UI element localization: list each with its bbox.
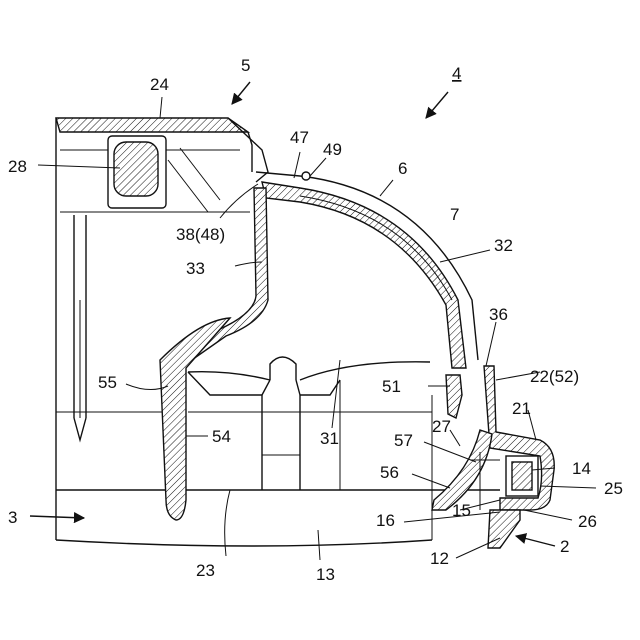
- label-33: 33: [186, 259, 205, 278]
- label-12: 12: [430, 549, 449, 568]
- label-51: 51: [382, 377, 401, 396]
- label-28: 28: [8, 157, 27, 176]
- label-13: 13: [316, 565, 335, 584]
- label-56: 56: [380, 463, 399, 482]
- cover-6-7: [256, 172, 478, 368]
- side-rod: [74, 215, 86, 440]
- label-25: 25: [604, 479, 623, 498]
- cylinder-28: [108, 136, 166, 208]
- label-57: 57: [394, 431, 413, 450]
- right-assembly: [432, 366, 554, 548]
- label-5: 5: [241, 56, 250, 75]
- label-38-48: 38(48): [176, 225, 225, 244]
- label-4: 4: [452, 64, 461, 83]
- label-15: 15: [452, 501, 471, 520]
- label-24: 24: [150, 75, 169, 94]
- label-3: 3: [8, 508, 17, 527]
- label-36: 36: [489, 305, 508, 324]
- label-47: 47: [290, 128, 309, 147]
- label-32: 32: [494, 236, 513, 255]
- label-31: 31: [320, 429, 339, 448]
- label-55: 55: [98, 373, 117, 392]
- label-49: 49: [323, 140, 342, 159]
- label-26: 26: [578, 512, 597, 531]
- label-14: 14: [572, 459, 591, 478]
- label-6: 6: [398, 159, 407, 178]
- label-7: 7: [450, 205, 459, 224]
- label-54: 54: [212, 427, 231, 446]
- label-22-52: 22(52): [530, 367, 579, 386]
- label-2: 2: [560, 537, 569, 556]
- label-21: 21: [512, 399, 531, 418]
- label-23: 23: [196, 561, 215, 580]
- label-27: 27: [432, 417, 451, 436]
- label-16: 16: [376, 511, 395, 530]
